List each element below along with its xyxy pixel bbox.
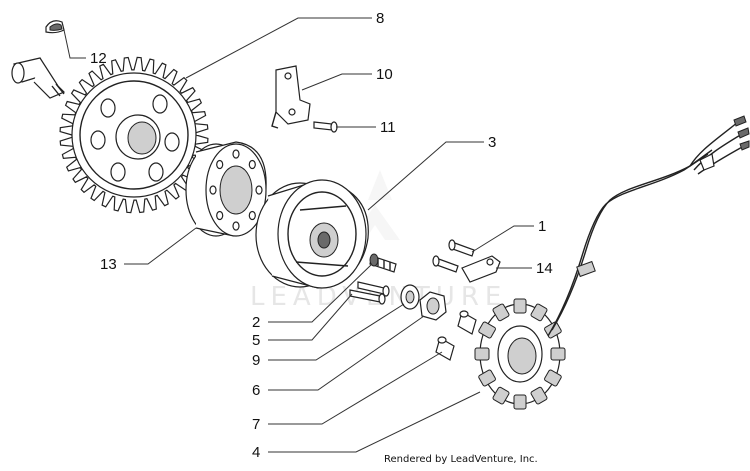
- leader-lines: [63, 17, 534, 453]
- callout-13: 13: [100, 256, 117, 273]
- leader-1: [471, 225, 534, 253]
- callout-8: 8: [376, 10, 384, 27]
- part-11-screw: [313, 121, 338, 133]
- callout-12: 12: [90, 50, 107, 67]
- part-14-clamp: [461, 255, 501, 283]
- callout-7: 7: [252, 416, 260, 433]
- stator-poles: [474, 298, 566, 410]
- callout-1: 1: [538, 218, 546, 235]
- part-3-flywheel: [255, 179, 369, 289]
- leader-9: [268, 303, 405, 361]
- leader-5: [268, 293, 353, 341]
- part-9-washer: [400, 284, 420, 310]
- leader-7: [268, 351, 443, 425]
- leader-12: [63, 29, 86, 59]
- callout-14: 14: [536, 260, 553, 277]
- callout-2: 2: [252, 314, 260, 331]
- part-5-bolts: [349, 281, 390, 305]
- leader-13: [124, 227, 197, 265]
- callout-4: 4: [252, 444, 260, 461]
- part-6-nut: [419, 291, 447, 321]
- callout-numbers: 12 8 10 11 3 13 1 14 2 5 9 6 7 4: [90, 10, 553, 461]
- part-1-screws: [432, 239, 475, 273]
- callout-5: 5: [252, 332, 260, 349]
- part-4-stator: [474, 298, 566, 410]
- callout-6: 6: [252, 382, 260, 399]
- leader-3: [367, 141, 484, 211]
- part-12-key: [45, 20, 65, 34]
- leader-6: [268, 315, 425, 391]
- leader-4: [268, 391, 481, 453]
- callout-3: 3: [488, 134, 496, 151]
- callout-9: 9: [252, 352, 260, 369]
- part-13-starter-clutch: [185, 141, 267, 237]
- leader-10: [301, 73, 372, 91]
- callout-11: 11: [380, 119, 396, 136]
- part-8-sprocket: [59, 56, 209, 214]
- callout-10: 10: [376, 66, 393, 83]
- rendered-by-credit: Rendered by LeadVenture, Inc.: [384, 454, 538, 465]
- leader-2: [268, 263, 373, 323]
- part-2-screw: [369, 253, 397, 273]
- crank-shaft-part: [11, 57, 66, 99]
- clutch-bolt-holes: [209, 149, 263, 231]
- part-10-bracket: [271, 65, 311, 129]
- wiring-harness: [547, 115, 750, 337]
- leader-8: [185, 17, 372, 79]
- part-7-screws: [435, 310, 477, 361]
